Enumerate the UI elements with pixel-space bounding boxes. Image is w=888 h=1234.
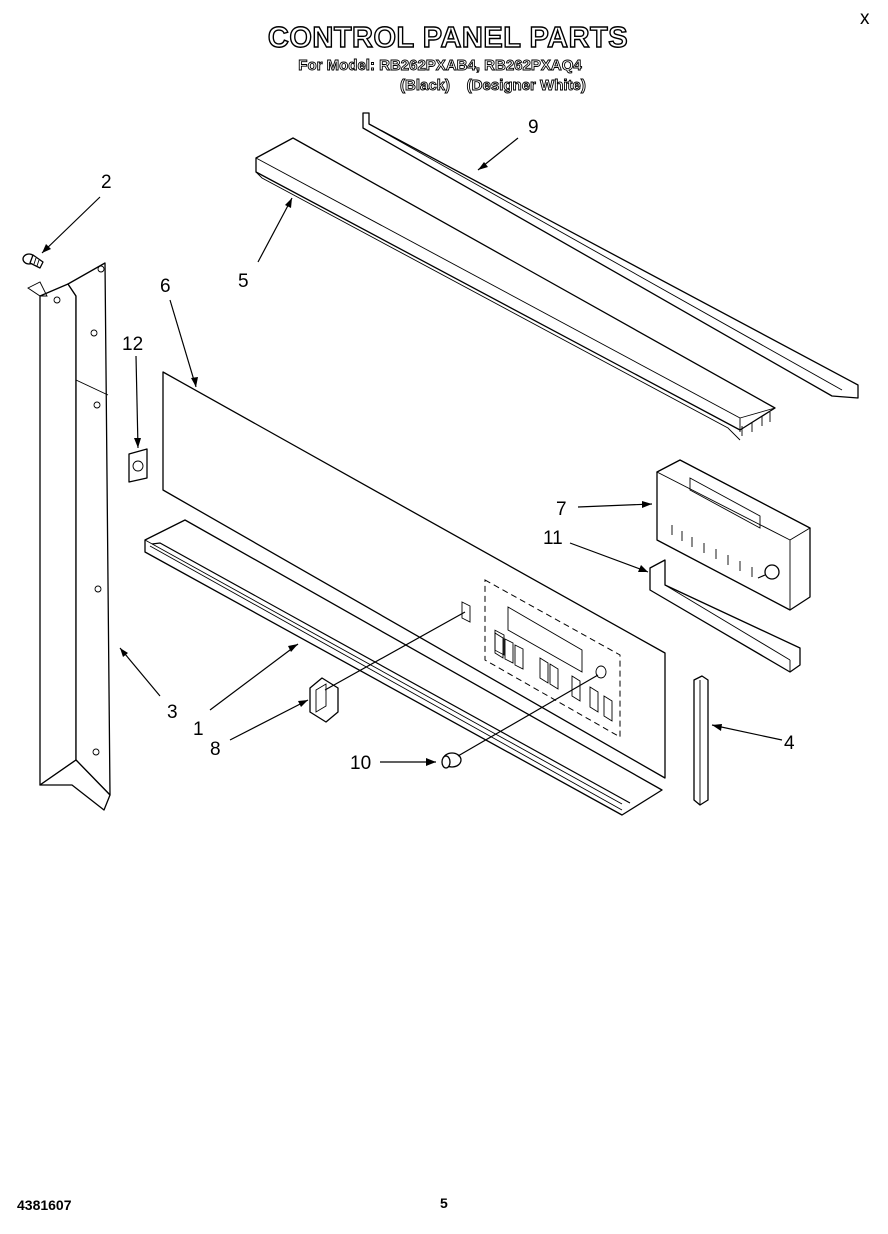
callout-3: 3 bbox=[167, 702, 178, 723]
callout-7: 7 bbox=[556, 499, 567, 520]
model-line: For Model: RB262PXAB4, RB262PXAQ4 bbox=[298, 57, 582, 75]
part-4-vertical-strip bbox=[693, 675, 709, 806]
callout-10: 10 bbox=[350, 753, 371, 774]
part-1-bottom-channel bbox=[144, 519, 663, 816]
page-number: 5 bbox=[440, 1195, 448, 1211]
callout-1: 1 bbox=[193, 719, 204, 740]
callout-6: 6 bbox=[160, 276, 171, 297]
callout-12: 12 bbox=[122, 334, 143, 355]
part-2-screw bbox=[22, 253, 44, 269]
callout-numbers: 2 9 5 6 12 7 11 3 1 8 10 4 bbox=[101, 117, 795, 774]
corner-mark: x bbox=[860, 8, 870, 29]
callout-5: 5 bbox=[238, 271, 249, 292]
part-7-control-module bbox=[656, 459, 811, 611]
part-11-bracket-plate bbox=[649, 559, 801, 673]
part-3-side-bracket bbox=[27, 262, 111, 811]
part-9-trim-strip bbox=[362, 112, 859, 399]
document-number: 4381607 bbox=[17, 1197, 72, 1213]
callout-2: 2 bbox=[101, 172, 112, 193]
page-title: CONTROL PANEL PARTS bbox=[267, 21, 629, 54]
callout-4: 4 bbox=[784, 733, 795, 754]
callout-9: 9 bbox=[528, 117, 539, 138]
part-6-overlay-panel bbox=[162, 371, 666, 779]
callout-11: 11 bbox=[543, 528, 563, 549]
callout-8: 8 bbox=[210, 739, 221, 760]
part-10-knob bbox=[441, 752, 462, 769]
part-5-top-channel bbox=[255, 137, 776, 441]
part-8-switch bbox=[309, 677, 339, 723]
leader-lines bbox=[41, 137, 783, 766]
part-12-clip-nut bbox=[128, 448, 148, 483]
variants-line: (Black) (Designer White) bbox=[400, 77, 587, 95]
